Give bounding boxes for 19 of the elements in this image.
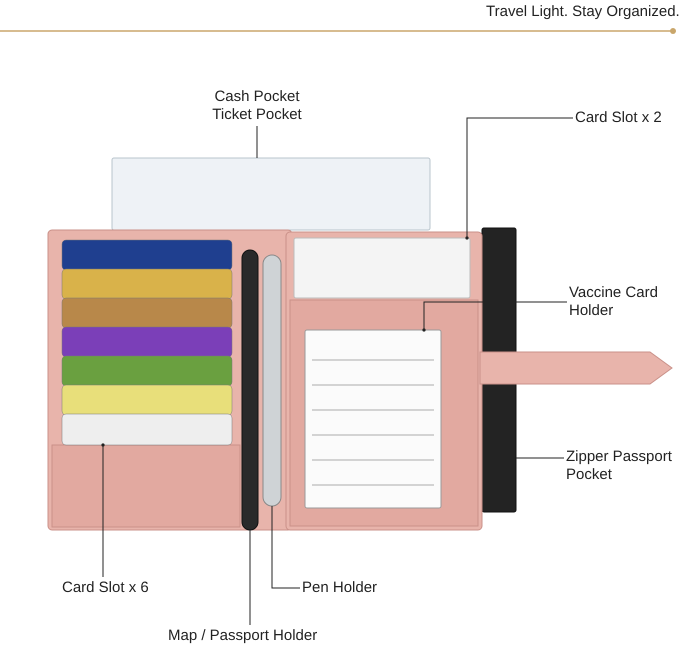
callout-label: Card Slot x 2 [575, 109, 663, 127]
callout-label: Map / Passport Holder [168, 627, 318, 645]
callout-label: Pen Holder [302, 579, 378, 597]
vaccine-card [304, 330, 442, 508]
banknote-pocket [112, 158, 430, 230]
leader-line [101, 443, 105, 578]
callout-label: Cash Pocket Ticket Pocket [211, 88, 303, 124]
leader-line [256, 126, 258, 158]
pen [262, 254, 282, 506]
leader-line [422, 302, 568, 332]
holder-strip [242, 250, 258, 530]
callout-label: Zipper Passport Pocket [566, 448, 673, 484]
callout-label: Card Slot x 6 [62, 579, 150, 597]
leader-line [465, 118, 574, 240]
card-stack [62, 240, 232, 446]
tagline: Travel Light. Stay Organized. [486, 3, 679, 20]
card-slot [294, 238, 470, 298]
leader-line [272, 506, 300, 588]
callout-label: Vaccine Card Holder [569, 284, 659, 320]
